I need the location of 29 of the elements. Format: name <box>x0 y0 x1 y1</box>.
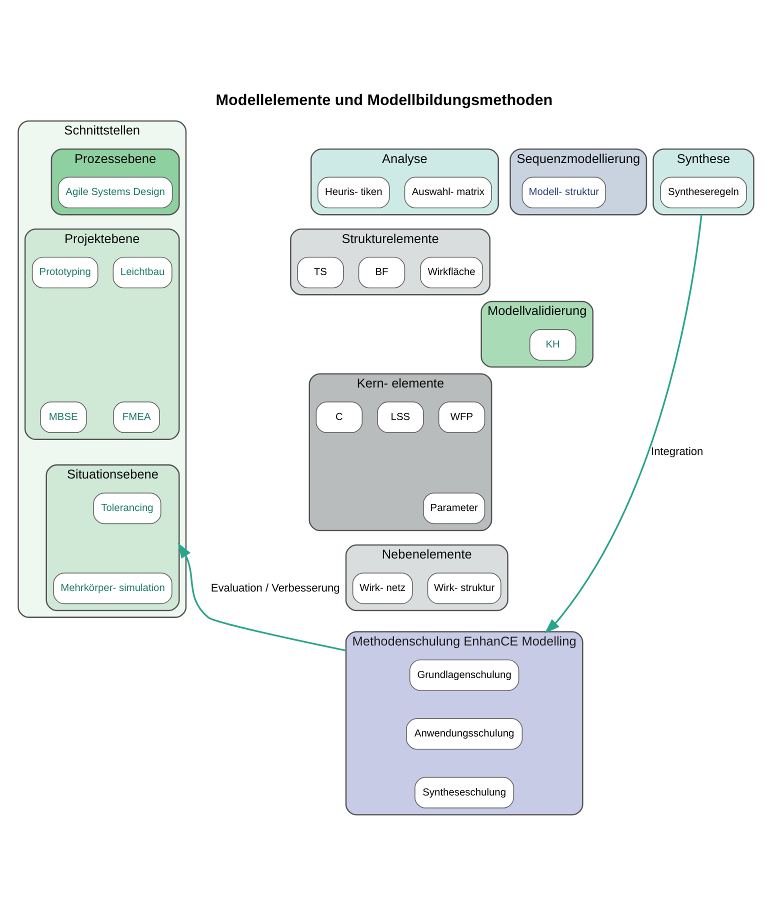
node-box: Syntheseregeln <box>660 176 747 208</box>
node-box: KH <box>529 329 576 361</box>
node-box: FMEA <box>113 402 160 434</box>
node-box: Mehrkörper- simulation <box>53 572 172 604</box>
node-box: Heuris- tiken <box>317 176 390 208</box>
node-box: Grundlagenschulung <box>409 659 520 691</box>
node-box: Wirk- netz <box>352 572 413 604</box>
diagram-title: Modellelemente und Modellbildungsmethoden <box>216 92 553 110</box>
node-box: Leichtbau <box>112 256 172 288</box>
node-box: C <box>316 402 363 434</box>
edge-label: Evaluation / Verbesserung <box>210 582 340 594</box>
node-box: Parameter <box>423 492 486 524</box>
node-box: Wirk- struktur <box>427 572 502 604</box>
node-box: BF <box>358 256 406 288</box>
node-box: Auswahl- matrix <box>404 176 492 208</box>
node-box: Agile Systems Design <box>58 176 173 208</box>
node-box: Wirkfläche <box>420 256 484 288</box>
node-box: Modell- struktur <box>522 176 606 208</box>
node-box: Anwendungsschulung <box>406 718 523 750</box>
arrow <box>178 542 346 652</box>
node-box: TS <box>297 256 344 288</box>
arrow <box>544 214 702 634</box>
edge-label: Integration <box>651 446 704 458</box>
node-box: Tolerancing <box>93 492 162 524</box>
node-box: LSS <box>377 402 424 434</box>
node-box: Syntheseschulung <box>414 776 514 808</box>
node-box: WFP <box>438 402 486 434</box>
node-box: MBSE <box>40 402 87 434</box>
node-box: Prototyping <box>32 256 98 288</box>
